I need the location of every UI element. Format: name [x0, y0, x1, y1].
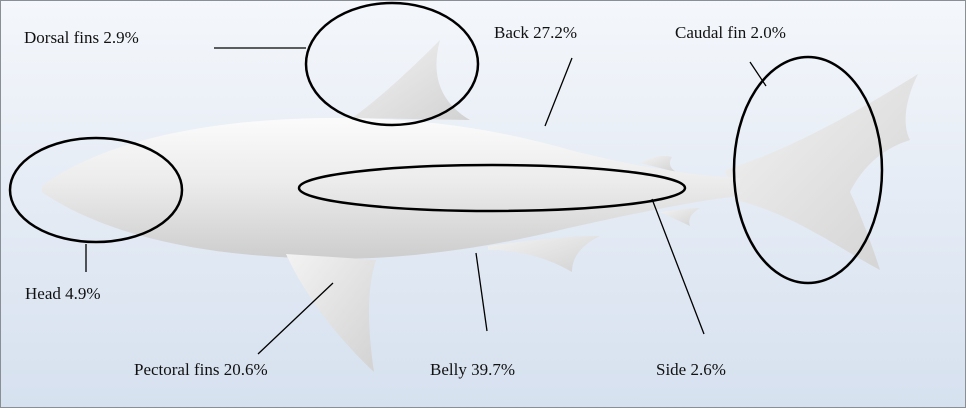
- dorsal-fins-label: Dorsal fins 2.9%: [24, 29, 139, 46]
- shark-body: [42, 118, 740, 259]
- pectoral-fins-label: Pectoral fins 20.6%: [134, 361, 268, 378]
- side-label: Side 2.6%: [656, 361, 726, 378]
- back-leader-line: [545, 58, 572, 126]
- back-label: Back 27.2%: [494, 24, 577, 41]
- pectoral-leader-line: [258, 283, 333, 354]
- shark-illustration: [42, 40, 918, 372]
- anal-fin: [660, 208, 700, 226]
- belly-leader-line: [476, 253, 487, 331]
- pectoral-fin: [286, 254, 376, 372]
- belly-label: Belly 39.7%: [430, 361, 515, 378]
- head-label: Head 4.9%: [25, 285, 101, 302]
- caudal-leader-line: [750, 62, 766, 86]
- caudal-fin-label: Caudal fin 2.0%: [675, 24, 786, 41]
- caudal-fin: [725, 74, 918, 270]
